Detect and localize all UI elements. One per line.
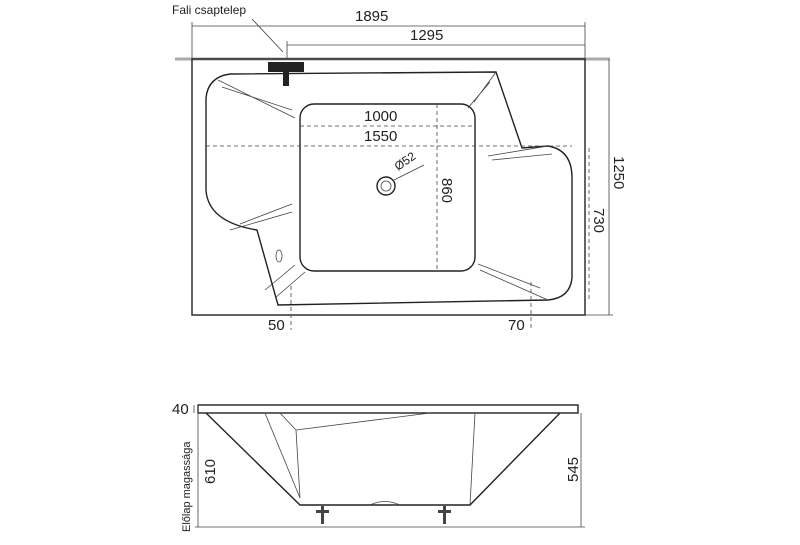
dim-total-length: 1895	[355, 8, 388, 25]
slope-lines-left	[217, 79, 306, 299]
faucet-label: Fali csaptelep	[172, 3, 246, 17]
side-inner-lines	[264, 412, 476, 506]
top-view: Ø52 Fali csaptelep 1895 1295 1000 1550 8	[172, 3, 627, 334]
dim-bottom-length: 1000	[364, 108, 397, 125]
inner-basin-outline	[205, 71, 573, 306]
side-body	[205, 412, 561, 506]
legs-icon	[316, 506, 451, 524]
dim-total-height: 610	[202, 459, 219, 484]
dim-depth: 545	[565, 457, 582, 482]
tub-outline	[191, 58, 586, 316]
wall-faucet-icon	[268, 62, 304, 86]
front-panel-height-label: Előlap magassága	[181, 441, 193, 532]
dim-inner-length: 1550	[364, 128, 397, 145]
drain-inner	[380, 180, 392, 192]
dim-inner-width: 730	[590, 208, 607, 233]
faucet-leader	[251, 18, 284, 53]
dim-faucet-offset: 1295	[410, 27, 443, 44]
drain-leader	[393, 164, 425, 181]
side-drain	[369, 501, 401, 506]
drain-outer	[376, 176, 396, 196]
side-view: 40 610 Előlap magassága 545	[172, 401, 585, 532]
bottom-outline	[299, 103, 476, 272]
dim-right-margin: 70	[508, 317, 525, 334]
dim-total-width: 1250	[610, 156, 627, 189]
dim-bottom-width: 860	[438, 178, 455, 203]
dim-rim-height: 40	[172, 401, 189, 418]
dim-left-margin: 50	[268, 317, 285, 334]
slope-lines-right	[467, 71, 553, 301]
overflow	[275, 249, 283, 263]
rim	[197, 404, 579, 414]
